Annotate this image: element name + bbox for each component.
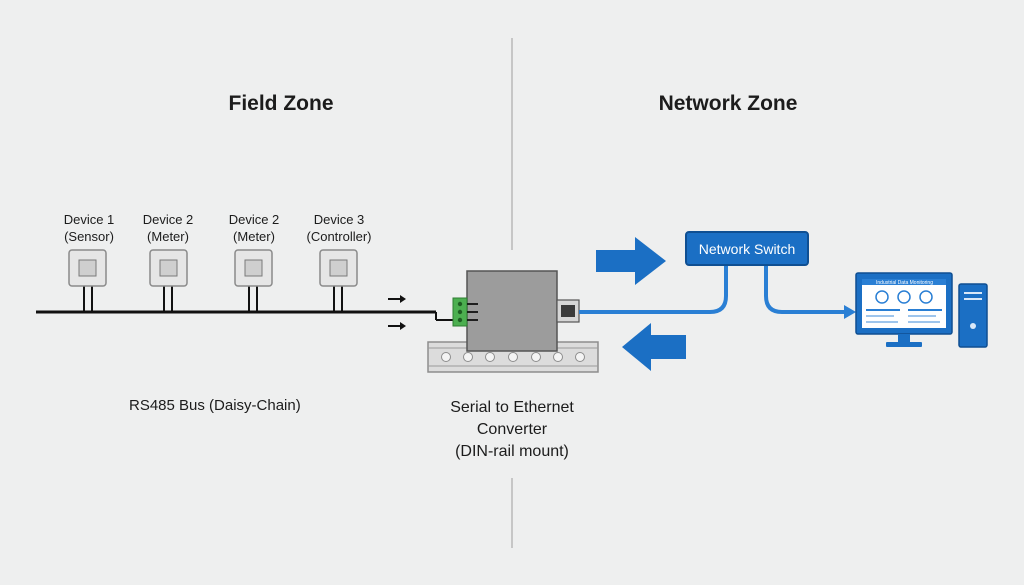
monitoring-workstation [855, 272, 988, 348]
device-2-name: Device 2 [142, 212, 194, 227]
device-3-meter [234, 249, 273, 312]
big-arrow-left-icon [622, 323, 686, 371]
device-2-role: (Meter) [147, 229, 189, 244]
device-4-name: Device 3 [313, 212, 365, 227]
device-1-sensor [68, 249, 107, 312]
bus-arrow-icon [388, 295, 406, 330]
device-2-meter [149, 249, 188, 312]
device-3-name: Device 2 [228, 212, 280, 227]
link-arrowhead-icon [844, 305, 856, 319]
network-switch: Network Switch [685, 231, 809, 266]
device-3-role: (Meter) [233, 229, 275, 244]
big-arrow-right-icon [596, 237, 666, 285]
device-1-name: Device 1 [63, 212, 115, 227]
monitor-screen-title: Industrial Data Monitoring [876, 280, 933, 286]
network-switch-label: Network Switch [698, 240, 796, 257]
device-1-label: Device 1 (Sensor) [64, 211, 115, 245]
device-4-label: Device 3 (Controller) [306, 211, 371, 245]
ethernet-link-switch-pc [764, 266, 844, 314]
device-4-controller [319, 249, 358, 312]
converter-caption-line2: Converter [476, 421, 548, 438]
converter-caption-line3: (DIN-rail mount) [455, 443, 569, 460]
device-3-label: Device 2 (Meter) [229, 211, 280, 245]
converter-caption: Serial to Ethernet Converter (DIN-rail m… [450, 397, 574, 463]
network-zone-title: Network Zone [658, 92, 798, 115]
field-zone-title: Field Zone [228, 92, 334, 115]
ethernet-link-converter-switch [579, 266, 728, 314]
converter-caption-line1: Serial to Ethernet [450, 399, 574, 416]
device-2-label: Device 2 (Meter) [143, 211, 194, 245]
bus-caption: RS485 Bus (Daisy-Chain) [129, 397, 301, 414]
serial-ethernet-converter [452, 270, 580, 352]
device-1-role: (Sensor) [64, 229, 114, 244]
device-4-role: (Controller) [306, 229, 372, 244]
